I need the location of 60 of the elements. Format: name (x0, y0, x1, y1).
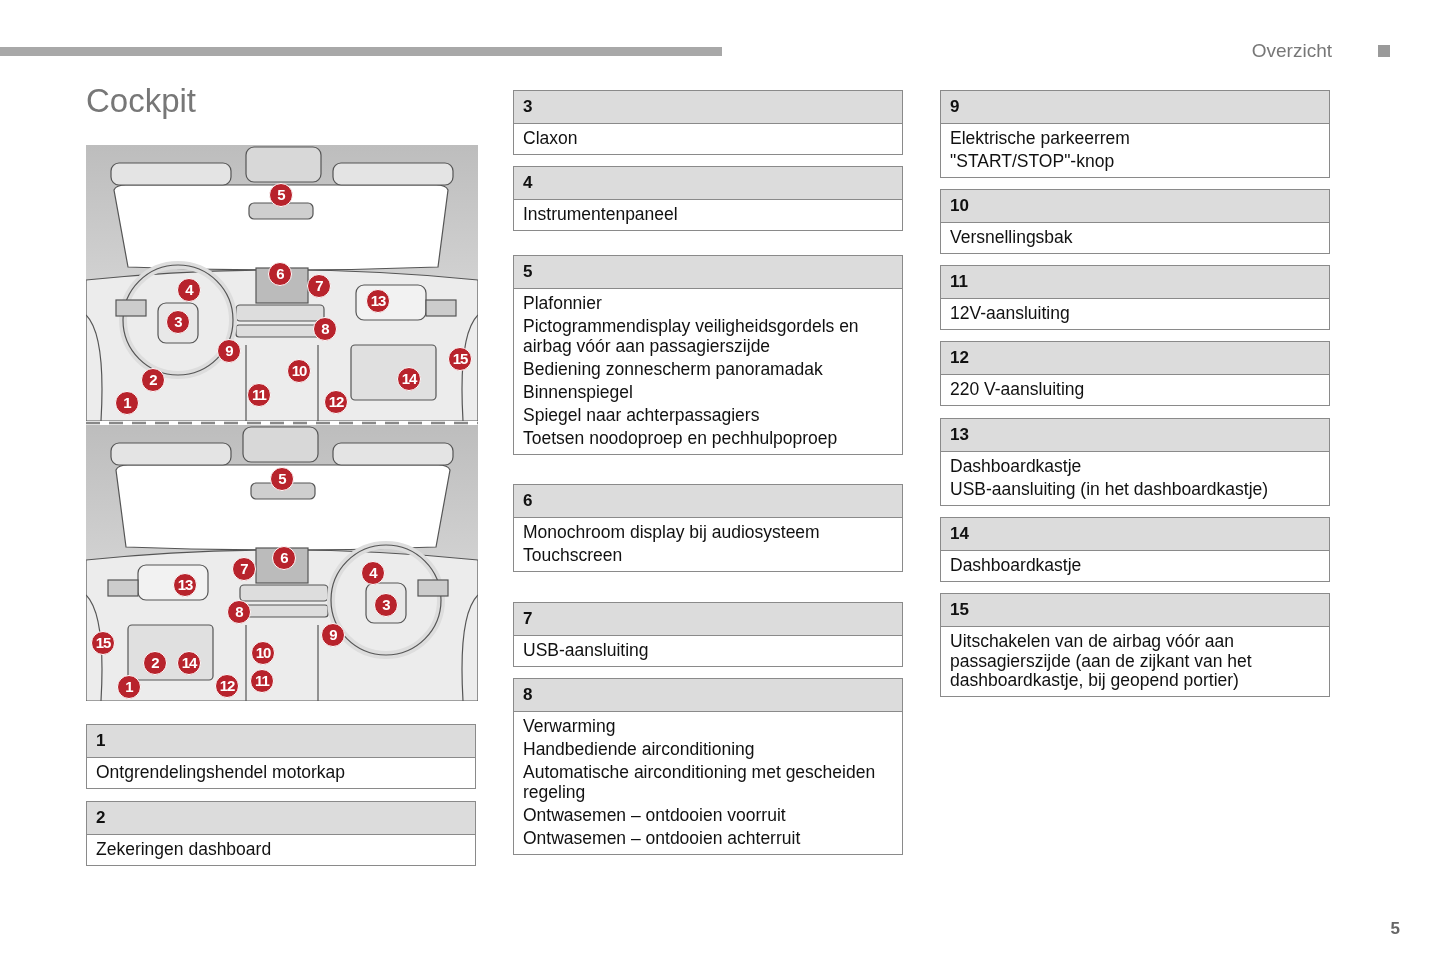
description-card (940, 265, 1330, 330)
item-description: Claxon (523, 129, 579, 149)
item-description: Monochroom display bij audiosysteem (523, 523, 821, 543)
item-description: Pictogrammendisplay veiligheidsgordels en airbag vóór aan passagierszijde (523, 317, 860, 356)
description-card (513, 166, 903, 231)
item-description: Dashboardkastje (950, 556, 1083, 576)
item-number: 1 (87, 725, 475, 758)
item-number: 7 (514, 603, 902, 636)
item-number: 15 (941, 594, 1329, 627)
item-description: Ontwasemen – ontdooien achterruit (523, 828, 802, 848)
item-description: Zekeringen dashboard (96, 840, 273, 860)
item-description: Verwarming (523, 717, 617, 737)
item-description: Instrumentenpaneel (523, 205, 679, 225)
item-number: 2 (87, 802, 475, 835)
item-number: 11 (941, 266, 1329, 299)
item-description: Toetsen noodoproep en pechhulpoproep (523, 428, 839, 448)
item-description: USB-aansluiting (523, 641, 650, 661)
item-number: 8 (514, 679, 902, 712)
description-card (86, 724, 476, 789)
description-card (513, 255, 903, 455)
item-description: Bediening zonnescherm panoramadak (523, 359, 824, 379)
item-description: Plafonnier (523, 294, 603, 314)
item-description: 220 V-aansluiting (950, 380, 1086, 400)
item-description: Elektrische parkeerrem (950, 129, 1131, 149)
description-card (513, 602, 903, 667)
description-card (513, 678, 903, 855)
item-description: Dashboardkastje (950, 457, 1083, 477)
item-number: 14 (941, 518, 1329, 551)
item-description: Handbediende airconditioning (523, 740, 756, 760)
description-card (940, 189, 1330, 254)
description-card (940, 341, 1330, 406)
item-description: Automatische airconditioning met gescheiden regeling (523, 763, 877, 802)
item-description: Touchscreen (523, 546, 624, 566)
page-title: Cockpit (86, 82, 197, 120)
item-number: 10 (941, 190, 1329, 223)
item-number: 13 (941, 419, 1329, 452)
item-description: USB-aansluiting (in het dashboardkastje) (950, 480, 1270, 500)
description-card (513, 90, 903, 155)
item-number: 3 (514, 91, 902, 124)
description-card (940, 418, 1330, 506)
item-description: Uitschakelen van de airbag vóór aan passagierszijde (aan de zijkant van het dashboardkastje, bij geopend portier) (950, 632, 1253, 691)
item-number: 6 (514, 485, 902, 518)
description-card (940, 517, 1330, 582)
item-number: 12 (941, 342, 1329, 375)
item-description: Binnenspiegel (523, 382, 634, 402)
item-number: 4 (514, 167, 902, 200)
item-description: Spiegel naar achterpassagiers (523, 405, 761, 425)
description-card (513, 484, 903, 572)
section-name: Overzicht (1251, 40, 1332, 62)
description-card (940, 593, 1330, 697)
item-description: Versnellingsbak (950, 228, 1074, 248)
item-number: 9 (941, 91, 1329, 124)
item-description: Ontwasemen – ontdooien voorruit (523, 805, 787, 825)
item-number: 5 (514, 256, 902, 289)
item-description: Ontgrendelingshendel motorkap (96, 763, 347, 783)
page-number: 5 (1390, 919, 1400, 939)
item-description: "START/STOP"-knop (950, 152, 1116, 172)
description-card (86, 801, 476, 866)
description-card (940, 90, 1330, 178)
item-description: 12V-aansluiting (950, 304, 1071, 324)
